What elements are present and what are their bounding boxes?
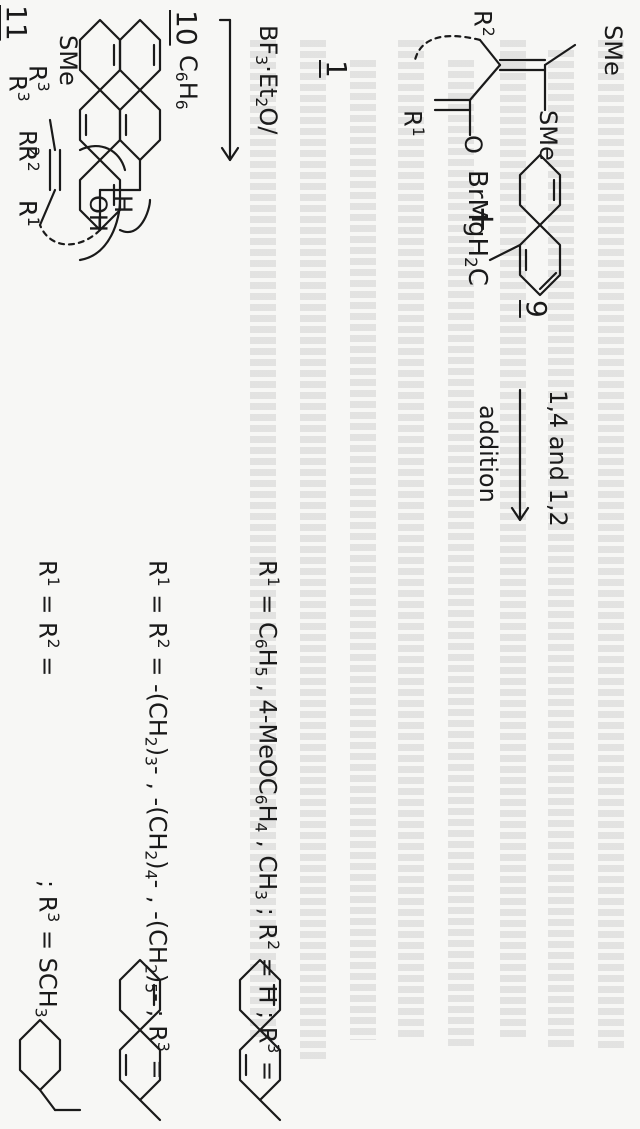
- arrow-1-line1: 1,4 and 1,2: [544, 390, 572, 527]
- intermediate-10-h: H: [109, 195, 137, 214]
- product-11-label: 11: [0, 5, 33, 41]
- r3-naphthyl-row2: [118, 958, 162, 1122]
- arrow-2-line1: BF3·Et2O/: [252, 25, 282, 135]
- product-11-r2: R2: [13, 130, 42, 157]
- arrow-2-line2: C6H6: [172, 55, 202, 110]
- product-11-r1: R1: [13, 200, 42, 227]
- tetralone-ring-row3: [18, 1018, 82, 1112]
- definition-row-2: R1 = R2 = -(CH2)3- , -(CH2)4- , -(CH2)5-…: [141, 560, 172, 1080]
- r3-naphthyl-row1: [238, 958, 282, 1122]
- compound-1-structure: [413, 35, 577, 137]
- arrow-1-line2: addition: [474, 405, 502, 503]
- compound-1-sme-right: SMe: [534, 110, 562, 161]
- reagent-9-formula: BrMgH2C: [460, 170, 492, 286]
- compound-1-r2: R2: [468, 10, 497, 37]
- intermediate-10-oh: OH: [84, 195, 112, 232]
- definition-row-1: R1 = C6H5 , 4-MeOC6H4 , CH3 ; R2 = H ; R…: [251, 560, 282, 1082]
- definition-row-3-tail: ; R3 = SCH3: [31, 880, 62, 1018]
- product-11-r3: R3: [23, 65, 52, 92]
- definition-row-3: R1 = R2 =: [33, 560, 62, 677]
- arrow-2-head: [220, 146, 240, 162]
- reagent-9-label: 9: [520, 300, 553, 318]
- intermediate-10-label: 10: [170, 10, 203, 46]
- intermediate-10-sme: SMe: [54, 35, 82, 86]
- compound-1-label: 1: [320, 60, 353, 78]
- arrow-1-head: [510, 506, 530, 522]
- compound-1-r1: R1: [398, 110, 427, 137]
- compound-1-oxygen: O: [459, 135, 487, 154]
- compound-1-sme-top: SMe: [599, 25, 627, 76]
- naphthalene-9-structure: [488, 153, 562, 297]
- product-11-structure: [38, 18, 122, 246]
